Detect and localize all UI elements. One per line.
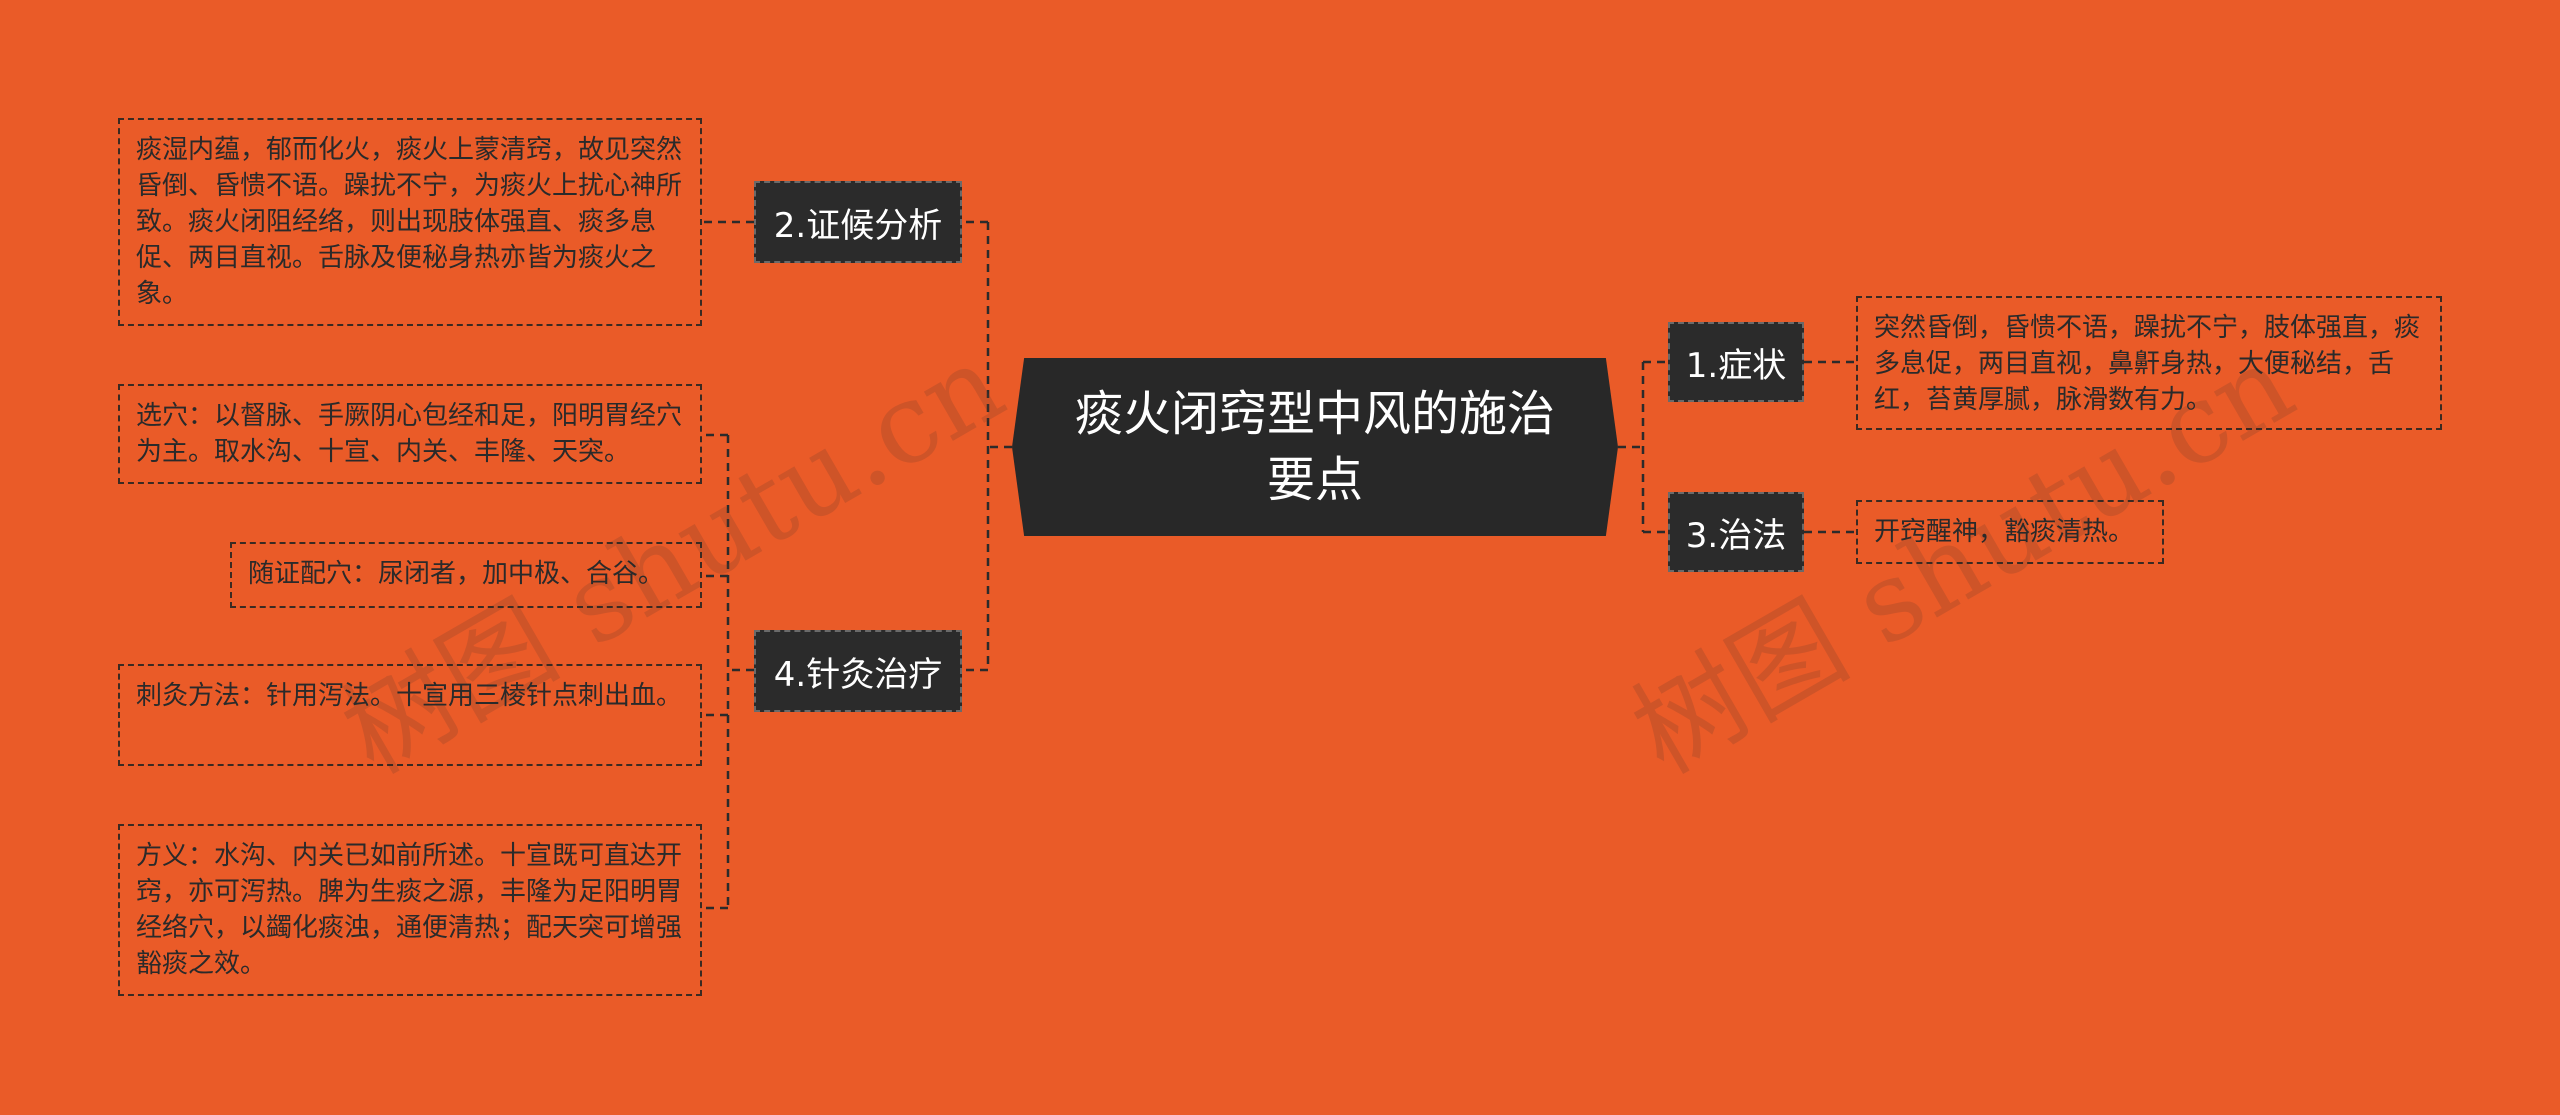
branch-treatment-method[interactable]: 3.治法 [1668,492,1804,572]
leaf-syndrome-analysis[interactable]: 痰湿内蕴，郁而化火，痰火上蒙清窍，故见突然昏倒、昏愦不语。躁扰不宁，为痰火上扰心… [118,118,702,326]
branch-symptoms[interactable]: 1.症状 [1668,322,1804,402]
leaf-treatment-method-text: 开窍醒神，豁痰清热。 [1874,517,2135,547]
leaf-treatment-method[interactable]: 开窍醒神，豁痰清热。 [1856,500,2164,564]
leaf-syndrome-analysis-text: 痰湿内蕴，郁而化火，痰火上蒙清窍，故见突然昏倒、昏愦不语。躁扰不宁，为痰火上扰心… [136,135,683,309]
branch-symptoms-label: 1.症状 [1685,345,1787,386]
branch-syndrome-analysis[interactable]: 2.证候分析 [754,181,962,263]
branch-acupuncture[interactable]: 4.针灸治疗 [754,630,962,712]
leaf-rationale[interactable]: 方义：水沟、内关已如前所述。十宣既可直达开窍，亦可泻热。脾为生痰之源，丰隆为足阳… [118,824,702,996]
branch-acupuncture-label: 4.针灸治疗 [773,654,943,695]
branch-syndrome-analysis-label: 2.证候分析 [773,205,943,246]
leaf-acupoint-selection[interactable]: 选穴：以督脉、手厥阴心包经和足，阳明胃经穴为主。取水沟、十宣、内关、丰隆、天突。 [118,384,702,484]
leaf-symptoms[interactable]: 突然昏倒，昏愦不语，躁扰不宁，肢体强直，痰多息促，两目直视，鼻鼾身热，大便秘结，… [1856,296,2442,430]
leaf-supplementary-points-text: 随证配穴：尿闭者，加中极、合谷。 [248,559,665,589]
leaf-needling-method-text: 刺灸方法：针用泻法。十宣用三棱针点刺出血。 [136,681,683,711]
branch-treatment-method-label: 3.治法 [1685,515,1787,556]
root-topic-label: 痰火闭窍型中风的施治要点 [1074,386,1555,508]
leaf-supplementary-points[interactable]: 随证配穴：尿闭者，加中极、合谷。 [230,542,702,608]
root-topic[interactable]: 痰火闭窍型中风的施治要点 [1012,358,1618,536]
leaf-rationale-text: 方义：水沟、内关已如前所述。十宣既可直达开窍，亦可泻热。脾为生痰之源，丰隆为足阳… [136,841,683,979]
leaf-symptoms-text: 突然昏倒，昏愦不语，躁扰不宁，肢体强直，痰多息促，两目直视，鼻鼾身热，大便秘结，… [1874,313,2421,415]
leaf-needling-method[interactable]: 刺灸方法：针用泻法。十宣用三棱针点刺出血。 [118,664,702,766]
leaf-acupoint-selection-text: 选穴：以督脉、手厥阴心包经和足，阳明胃经穴为主。取水沟、十宣、内关、丰隆、天突。 [136,401,683,467]
